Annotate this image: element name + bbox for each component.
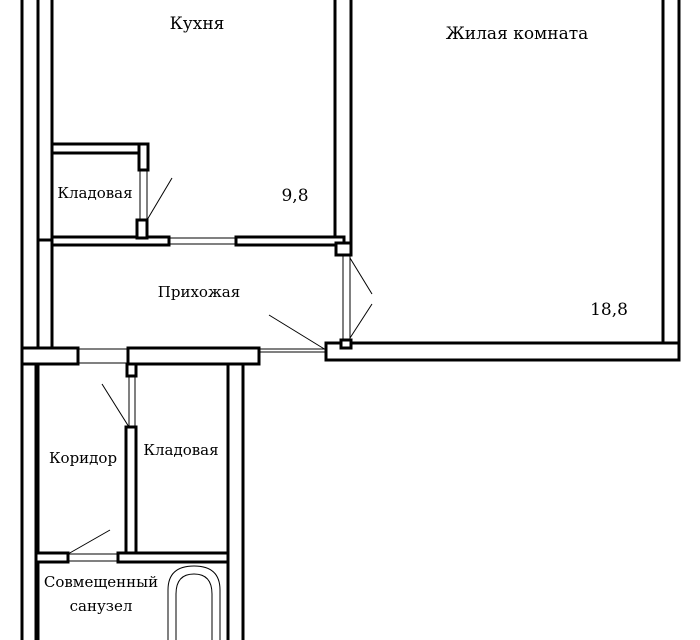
living-door bbox=[334, 241, 373, 350]
kitchen-label: Кухня bbox=[170, 14, 225, 34]
bathtub bbox=[167, 565, 221, 640]
hall-label: Прихожая bbox=[158, 283, 240, 301]
bathroom-label-line2: санузел bbox=[70, 597, 133, 615]
living-room-label: Жилая комната bbox=[446, 24, 589, 44]
pantry-top-walls bbox=[50, 142, 173, 240]
corridor-label: Коридор bbox=[49, 449, 117, 467]
pantry-bottom-label: Кладовая bbox=[143, 441, 218, 459]
kitchen-walls bbox=[36, 0, 353, 245]
kitchen-hall-wall bbox=[50, 235, 346, 247]
living-room-walls bbox=[324, 0, 681, 362]
lower-block-walls bbox=[20, 362, 245, 640]
living-room-area: 18,8 bbox=[590, 300, 628, 320]
kitchen-area: 9,8 bbox=[281, 186, 308, 206]
bathroom-label-line1: Совмещенный bbox=[44, 573, 158, 591]
pantry-top-label: Кладовая bbox=[57, 184, 132, 202]
hall-bottom-wall bbox=[20, 314, 327, 366]
hall-left-wall bbox=[36, 238, 54, 350]
